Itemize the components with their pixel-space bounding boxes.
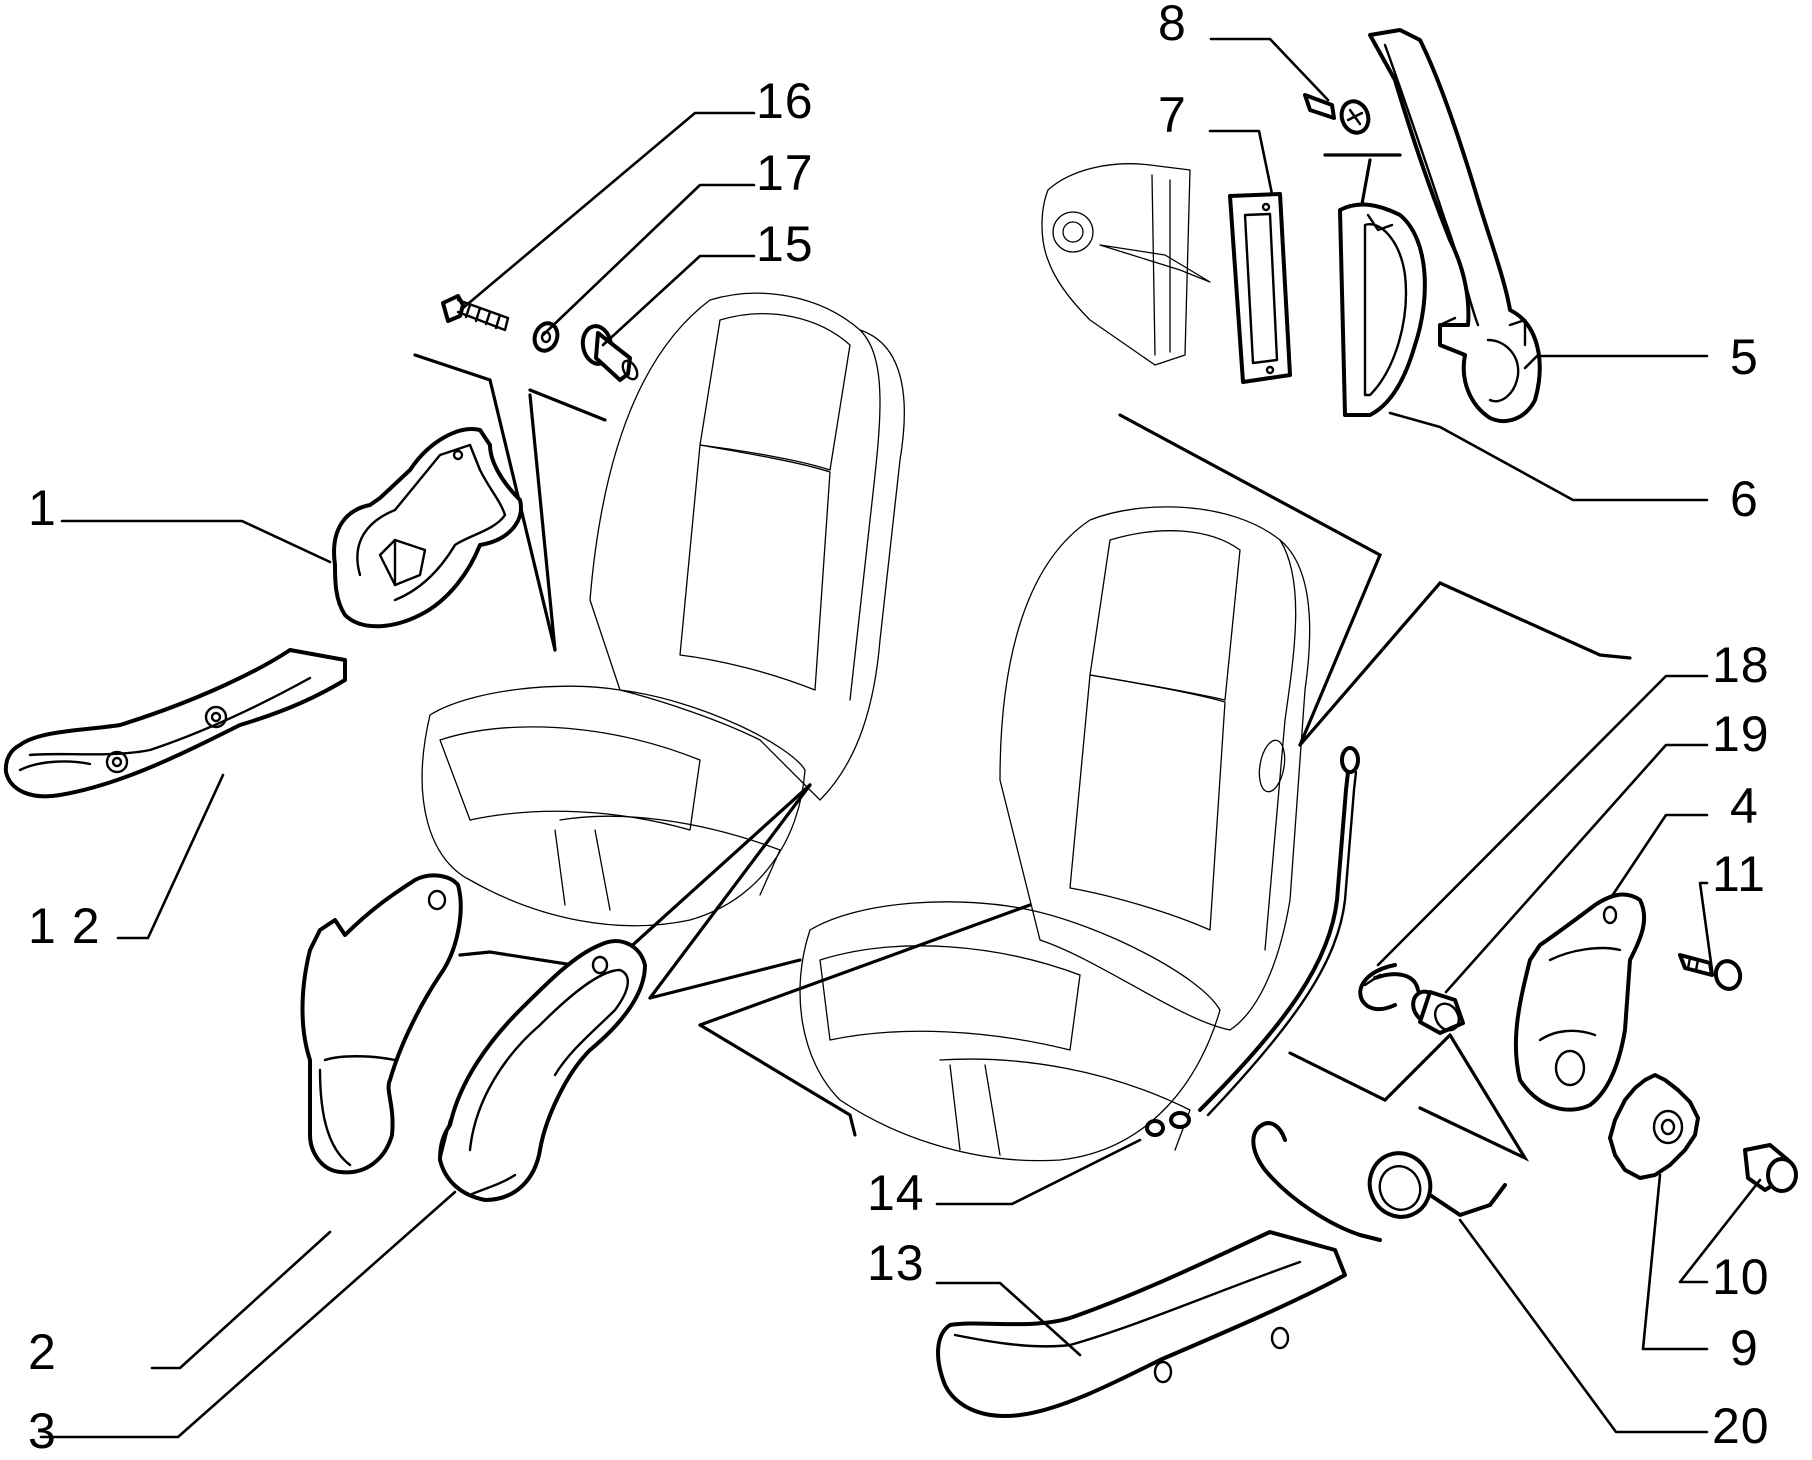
callout-15: 15 bbox=[756, 216, 814, 272]
callout-labels: 1 1 2 16 17 15 8 7 5 6 18 19 4 11 14 13 … bbox=[28, 0, 1770, 1459]
part-17-washer bbox=[532, 321, 560, 353]
leader-13 bbox=[935, 1281, 1082, 1357]
leader-1 bbox=[60, 519, 332, 564]
leader-10 bbox=[1678, 1178, 1762, 1284]
callout-2: 2 bbox=[28, 1324, 57, 1380]
part-15-bushing bbox=[580, 324, 639, 382]
part-3-side-cover bbox=[438, 939, 647, 1202]
leader-11 bbox=[1698, 881, 1714, 972]
part-6-cover-plate bbox=[1338, 202, 1427, 417]
part-19-spacer bbox=[1411, 989, 1465, 1035]
part-2-side-cover bbox=[300, 873, 463, 1175]
part-18-clip bbox=[1358, 963, 1420, 1012]
part-8-screw bbox=[1303, 93, 1371, 135]
callout-3: 3 bbox=[28, 1403, 57, 1459]
leader-4 bbox=[1610, 813, 1709, 898]
part-16-bolt bbox=[441, 294, 510, 332]
leader-9 bbox=[1641, 1173, 1709, 1351]
part-10-cap bbox=[1743, 1143, 1798, 1193]
leader-7 bbox=[1208, 129, 1274, 196]
part-7-bracket-ghost bbox=[1041, 163, 1211, 366]
leader-2 bbox=[150, 1230, 332, 1370]
callout-16: 16 bbox=[756, 73, 814, 129]
callout-5: 5 bbox=[1730, 329, 1759, 385]
left-seat-outline bbox=[421, 292, 905, 927]
part-7-frame bbox=[1228, 192, 1292, 384]
leader-17 bbox=[541, 183, 756, 337]
callout-17: 17 bbox=[756, 145, 814, 201]
callout-10: 10 bbox=[1712, 1249, 1770, 1305]
leader-3 bbox=[39, 1190, 457, 1439]
leader-20 bbox=[1458, 1218, 1709, 1434]
callout-1: 1 bbox=[28, 480, 57, 536]
part-4-side-cover bbox=[1513, 892, 1647, 1112]
callout-12: 1 2 bbox=[28, 898, 101, 954]
right-seat-outline bbox=[799, 506, 1311, 1162]
callout-8: 8 bbox=[1158, 0, 1187, 51]
callout-19: 19 bbox=[1712, 706, 1770, 762]
callout-13: 13 bbox=[867, 1235, 925, 1291]
callout-7: 7 bbox=[1158, 87, 1187, 143]
part-9-adjuster-knob bbox=[1608, 1073, 1700, 1180]
leader-15 bbox=[601, 254, 756, 347]
leader-14 bbox=[935, 1138, 1142, 1206]
leader-8 bbox=[1209, 37, 1330, 102]
callout-6: 6 bbox=[1730, 471, 1759, 527]
callout-9: 9 bbox=[1730, 1320, 1759, 1376]
leader-16 bbox=[461, 111, 756, 310]
part-12-trim-strip bbox=[3, 648, 347, 799]
part-1-side-cover bbox=[332, 427, 523, 629]
leader-lines bbox=[39, 37, 1762, 1439]
leader-12 bbox=[116, 773, 225, 940]
explosion-guide-lines bbox=[413, 153, 1632, 1162]
callout-18: 18 bbox=[1712, 637, 1770, 693]
leader-18 bbox=[1376, 674, 1709, 967]
callout-14: 14 bbox=[867, 1165, 925, 1221]
part-13-trim-strip bbox=[936, 1230, 1347, 1418]
callout-4: 4 bbox=[1730, 778, 1759, 834]
part-20-release-knob bbox=[1251, 1121, 1507, 1242]
part-5-handle-arm bbox=[1368, 28, 1542, 423]
callout-20: 20 bbox=[1712, 1398, 1770, 1454]
leader-6 bbox=[1388, 411, 1709, 502]
callout-11: 11 bbox=[1712, 846, 1766, 902]
leader-19 bbox=[1444, 743, 1709, 994]
part-11-screw bbox=[1678, 953, 1743, 991]
leader-5 bbox=[1523, 354, 1709, 370]
part-14-release-cable bbox=[1145, 746, 1360, 1137]
